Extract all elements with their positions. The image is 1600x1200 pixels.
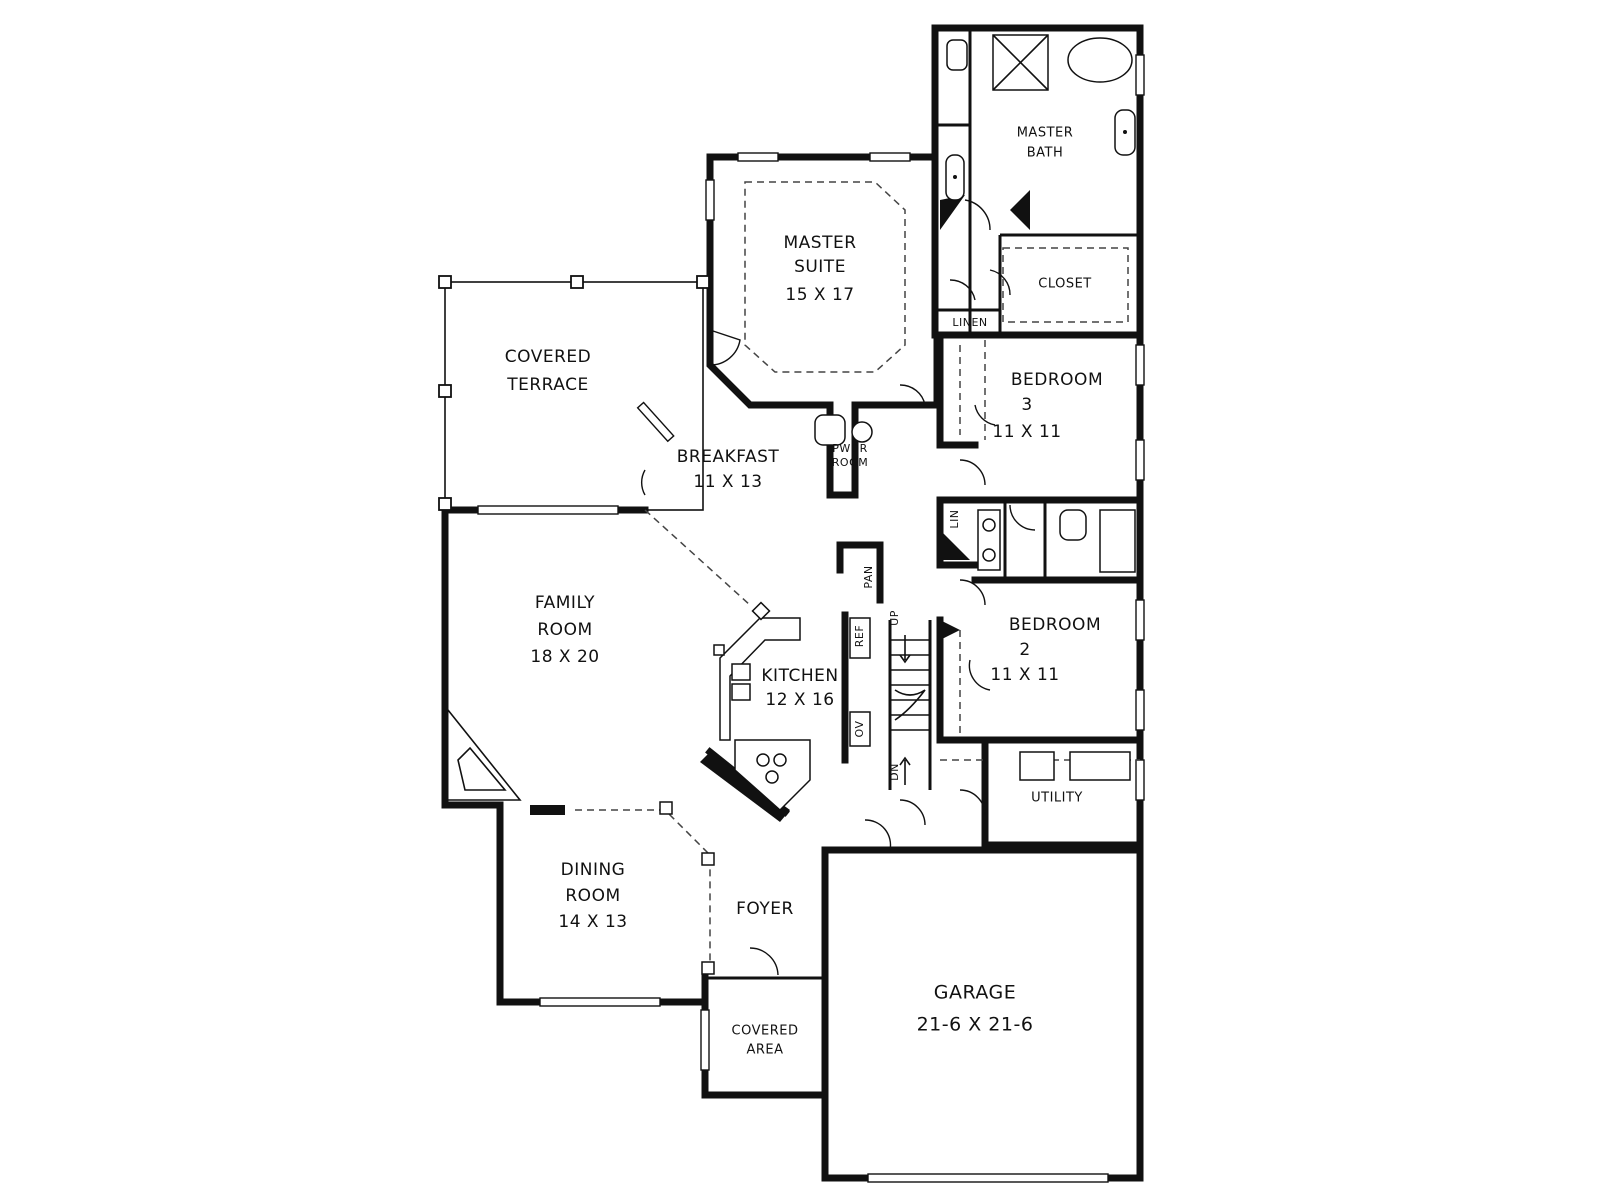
bedroom2-size: 11 X 11	[990, 665, 1059, 685]
breakfast-label: BREAKFAST	[677, 447, 780, 467]
master-suite-size: 15 X 17	[785, 285, 854, 305]
bedroom2-label-2: 2	[1019, 640, 1030, 660]
fireplace	[447, 709, 522, 801]
kitchen-counters	[659, 601, 871, 975]
stair-dn-label: DN	[888, 763, 901, 781]
garage-size: 21-6 X 21-6	[917, 1014, 1034, 1036]
master-bath-label-2: BATH	[1027, 146, 1064, 161]
solid-fills	[530, 190, 1030, 822]
covered-terrace-label-2: TERRACE	[506, 375, 589, 395]
breakfast-size: 11 X 13	[693, 472, 762, 492]
ref-label: REF	[853, 625, 866, 647]
dashed-openings	[575, 181, 1140, 968]
bedroom3-label-2: 3	[1021, 395, 1032, 415]
kitchen-size: 12 X 16	[765, 690, 834, 710]
kitchen-label: KITCHEN	[761, 666, 838, 686]
bedroom3-size: 11 X 11	[992, 422, 1061, 442]
stair-treads	[890, 635, 930, 785]
family-room-size: 18 X 20	[530, 647, 599, 667]
lin-lower-label: LIN	[948, 509, 961, 528]
covered-area-label-2: AREA	[746, 1043, 783, 1058]
dining-room-label-2: ROOM	[565, 886, 620, 906]
utility-label: UTILITY	[1031, 791, 1083, 806]
dining-room-label-1: DINING	[561, 860, 626, 880]
bedroom2-label-1: BEDROOM	[1009, 615, 1101, 635]
pan-label: PAN	[862, 565, 875, 588]
covered-area-label-1: COVERED	[732, 1024, 799, 1039]
bath-fixtures	[814, 34, 1136, 781]
linen-upper-label: LINEN	[952, 316, 987, 329]
room-labels: MASTER BATH MASTER SUITE 15 X 17 CLOSET …	[505, 126, 1103, 1058]
foyer-label: FOYER	[736, 899, 794, 919]
covered-terrace-label-1: COVERED	[505, 347, 591, 367]
dining-room-size: 14 X 13	[558, 912, 627, 932]
master-suite-label-1: MASTER	[783, 233, 856, 253]
ov-label: OV	[853, 721, 866, 738]
master-bath-label-1: MASTER	[1017, 126, 1074, 141]
family-room-label-1: FAMILY	[535, 593, 595, 613]
bedroom3-label-1: BEDROOM	[1011, 370, 1103, 390]
closet-label: CLOSET	[1038, 277, 1092, 292]
master-suite-label-2: SUITE	[794, 257, 846, 277]
stair-up-label: UP	[888, 610, 901, 626]
garage-label: GARAGE	[934, 982, 1017, 1004]
windows	[477, 54, 1145, 1183]
pwdr-room-label-1: PWDR	[832, 442, 868, 455]
pwdr-room-label-2: ROOM	[832, 456, 868, 469]
family-room-label-2: ROOM	[537, 620, 592, 640]
doors	[641, 199, 1036, 976]
